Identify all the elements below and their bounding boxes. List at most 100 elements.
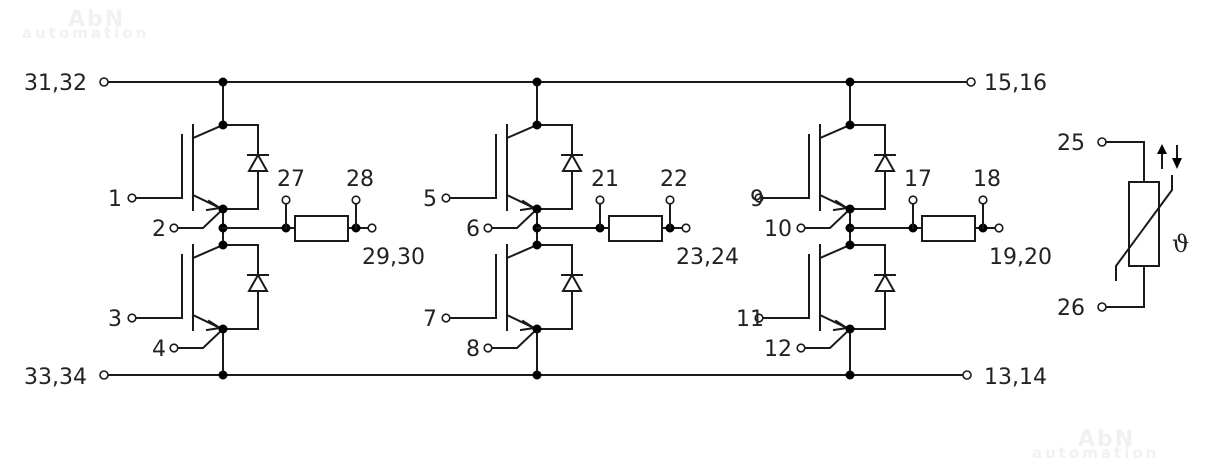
- watermark-brand: AbN: [68, 7, 125, 32]
- terminal-25: [1097, 137, 1107, 147]
- leg-3-shunt: 17 18 19,20: [849, 167, 1052, 270]
- leg-1-sense-left-label: 27: [277, 167, 305, 192]
- leg-3-high-side-gate-lead: [762, 134, 810, 199]
- thermistor-bottom-wire: [1105, 265, 1145, 308]
- leg-3-sense-right-label: 18: [973, 167, 1001, 192]
- leg-2-high-side-igbt: 56: [423, 120, 583, 242]
- watermark-bottom-right: AbN automation: [1032, 427, 1159, 462]
- leg-3-sense-left-terminal: [908, 195, 918, 205]
- leg-1-high-side-gate-terminal: [127, 193, 137, 203]
- leg-2-sense-right-label: 22: [660, 167, 688, 192]
- leg-1-output-terminal: [367, 223, 377, 233]
- label-negative-right: 13,14: [984, 365, 1047, 390]
- leg-3-low-side-collector-lead: [818, 243, 852, 260]
- leg-2-high-side-diode-icon: [561, 152, 583, 172]
- leg-3-high-side-igbt: 910: [750, 120, 896, 242]
- leg-3-negative-junction: [845, 370, 855, 380]
- leg-2-high-side-collector-node: [532, 120, 542, 130]
- leg-2-high-side-aux-emitter-label: 6: [466, 217, 480, 242]
- leg-3-low-side-aux-emitter-lead: [804, 327, 852, 349]
- terminal-15-16: [966, 77, 976, 87]
- leg-3-low-side-gate-terminal: [754, 313, 764, 323]
- leg-2-low-side-aux-emitter-label: 8: [466, 337, 480, 362]
- leg-1-low-side-diode-icon: [247, 272, 269, 292]
- leg-1-high-side-gate-lead: [135, 134, 183, 199]
- leg-2-low-side-gate-label: 7: [423, 307, 437, 332]
- leg-3-low-side-gate-lead: [762, 254, 810, 319]
- leg-3-output-terminal: [994, 223, 1004, 233]
- leg-2-low-side-emitter-node: [532, 324, 542, 334]
- leg-3-high-side-aux-emitter-lead: [804, 207, 852, 229]
- leg-1-low-side-gate-terminal: [127, 313, 137, 323]
- temperature-symbol: ϑ: [1172, 230, 1189, 258]
- leg-2-low-side-igbt: 78: [423, 240, 583, 362]
- terminal-33-34: [99, 370, 109, 380]
- thermistor-variable-line: [1115, 175, 1173, 281]
- leg-3-high-side-collector-node: [845, 120, 855, 130]
- leg-3-sense-left-label: 17: [904, 167, 932, 192]
- thermistor-top-wire: [1105, 141, 1145, 183]
- leg-3-sense-right-terminal: [978, 195, 988, 205]
- leg-1-sense-right-terminal: [351, 195, 361, 205]
- leg-1-low-side-aux-emitter-lead: [177, 327, 225, 349]
- leg-3-low-side-emitter-node: [845, 324, 855, 334]
- leg-1-sense-right-label: 28: [346, 167, 374, 192]
- leg-2-sense-right-terminal: [665, 195, 675, 205]
- leg-1-sense-left-terminal: [281, 195, 291, 205]
- leg-3-high-side-aux-emitter-label: 10: [764, 217, 792, 242]
- terminal-31-32: [99, 77, 109, 87]
- down-arrow-icon: [1172, 145, 1182, 169]
- leg-1-high-side-aux-emitter-label: 2: [152, 217, 166, 242]
- leg-1-low-side-collector-node: [218, 240, 228, 250]
- leg-3-low-side-gate-label: 11: [736, 307, 764, 332]
- leg-1-high-side-aux-emitter-lead: [177, 207, 225, 229]
- leg-2-low-side-aux-emitter-terminal: [483, 343, 493, 353]
- leg-1-low-side-igbt: 34: [108, 240, 269, 362]
- label-positive-right: 15,16: [984, 71, 1047, 96]
- leg-3-low-side-diode-icon: [874, 272, 896, 292]
- leg-2-output-label: 23,24: [676, 245, 739, 270]
- leg-1-high-side-emitter-node: [218, 204, 228, 214]
- leg-2-shunt-resistor: [608, 215, 663, 242]
- label-negative-left: 33,34: [24, 365, 87, 390]
- leg-1-negative-junction: [218, 370, 228, 380]
- leg-3-high-side-aux-emitter-terminal: [796, 223, 806, 233]
- leg-1-high-side-aux-emitter-terminal: [169, 223, 179, 233]
- leg-3-low-side-collector-node: [845, 240, 855, 250]
- leg-2-output-terminal: [681, 223, 691, 233]
- ntc-thermistor: 25 26 ϑ: [1057, 131, 1189, 321]
- leg-1-low-side-aux-emitter-terminal: [169, 343, 179, 353]
- leg-3-high-side-gate-label: 9: [750, 187, 764, 212]
- leg-2-low-side-collector-node: [532, 240, 542, 250]
- leg-3-shunt-resistor: [921, 215, 976, 242]
- leg-1-low-side-collector-lead: [191, 243, 225, 260]
- label-terminal-25: 25: [1057, 131, 1085, 156]
- leg-3-low-side-aux-emitter-terminal: [796, 343, 806, 353]
- leg-1-low-side-gate-lead: [135, 254, 183, 319]
- leg-2-high-side-emitter-node: [532, 204, 542, 214]
- thermistor-body: [1128, 181, 1160, 267]
- leg-3-output-label: 19,20: [989, 245, 1052, 270]
- leg-2-high-side-gate-lead: [449, 134, 497, 199]
- leg-2-low-side-gate-terminal: [441, 313, 451, 323]
- leg-2-low-side-collector-lead: [505, 243, 539, 260]
- leg-3-high-side-emitter-node: [845, 204, 855, 214]
- watermark-sub: automation: [22, 24, 149, 42]
- leg-1-low-side-gate-label: 3: [108, 307, 122, 332]
- leg-1-output-label: 29,30: [362, 245, 425, 270]
- leg-3-high-side-diode-icon: [874, 152, 896, 172]
- leg-2-high-side-collector-lead: [505, 123, 539, 140]
- leg-1-positive-junction: [218, 77, 228, 87]
- leg-1-high-side-collector-lead: [191, 123, 225, 140]
- up-arrow-icon: [1157, 144, 1167, 169]
- watermark-sub: automation: [1032, 444, 1159, 462]
- leg-2-high-side-aux-emitter-terminal: [483, 223, 493, 233]
- label-positive-left: 31,32: [24, 71, 87, 96]
- leg-1-high-side-igbt: 12: [108, 120, 269, 242]
